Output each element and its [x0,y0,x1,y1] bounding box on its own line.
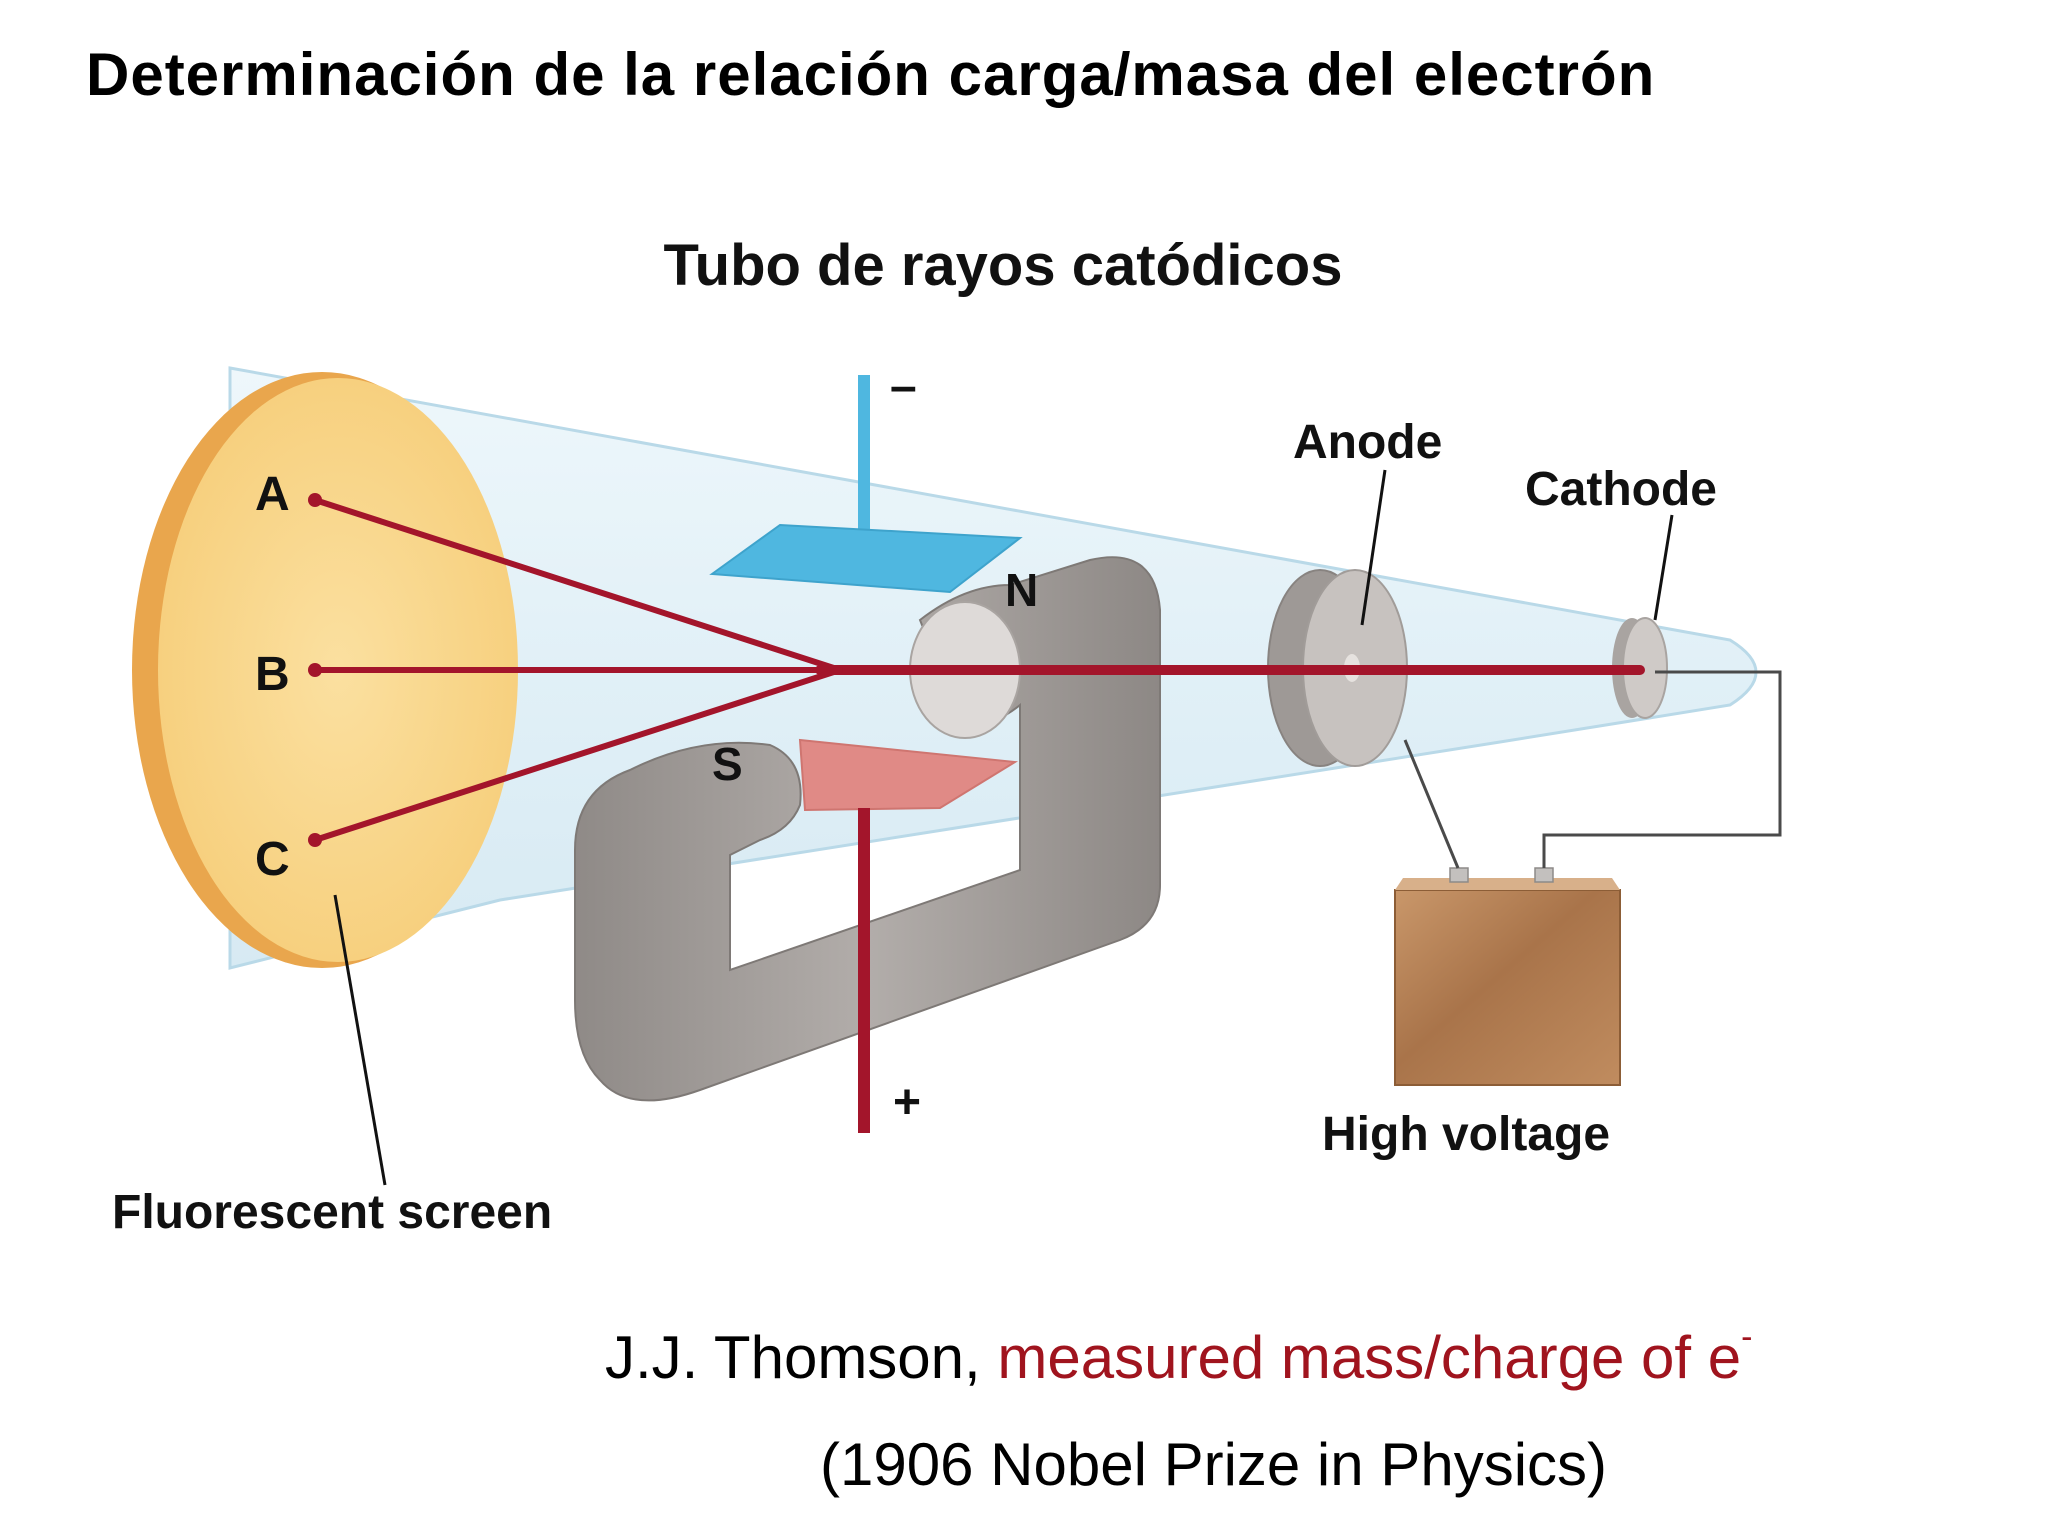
positive-plate [798,738,1019,1133]
label-point-a: A [255,468,290,521]
label-minus: – [890,360,917,413]
slide-title: Determinación de la relación carga/masa … [86,41,1656,108]
label-high-voltage: High voltage [1322,1108,1610,1161]
point-b-dot [308,663,322,677]
label-point-b: B [255,648,290,701]
diagram-title: Tubo de rayos catódicos [664,233,1343,298]
footer-nobel-line: (1906 Nobel Prize in Physics) [820,1431,1608,1498]
label-fluorescent-screen: Fluorescent screen [112,1186,552,1239]
label-point-c: C [255,833,290,886]
negative-plate [709,375,1023,594]
footer-thomson-line: J.J. Thomson, measured mass/charge of e- [605,1318,1752,1392]
footer-electron-superscript: - [1741,1318,1753,1356]
electron-beams [312,497,1645,843]
label-leader-lines [333,469,1674,1186]
point-c-dot [308,833,322,847]
label-anode: Anode [1293,416,1442,469]
footer-thomson-name: J.J. Thomson, [605,1324,998,1391]
label-north-pole: N [1005,564,1038,616]
high-voltage-battery [1394,867,1621,1086]
footer-thomson-measurement: measured mass/charge of e [997,1324,1742,1391]
circuit-wires [1403,670,1782,869]
label-plus: + [893,1076,921,1129]
point-a-dot [308,493,322,507]
label-cathode: Cathode [1525,463,1717,516]
label-south-pole: S [712,738,743,790]
